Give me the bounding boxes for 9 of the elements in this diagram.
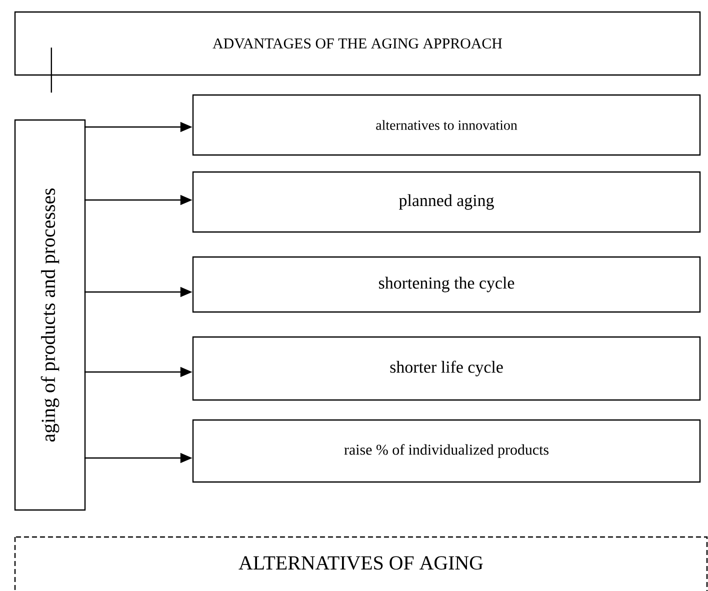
process-box: raise % of individualized products xyxy=(192,419,701,483)
process-box: shorter life cycle xyxy=(192,336,701,401)
heading-box: ADVANTAGES OF THE AGING APPROACH xyxy=(14,11,701,76)
process-box: planned aging xyxy=(192,171,701,233)
process-box: shortening the cycle xyxy=(192,256,701,313)
connector-line xyxy=(50,48,52,93)
process-box: alternatives to innovation xyxy=(192,94,701,156)
dashed-box: ALTERNATIVES OF AGING xyxy=(14,536,708,591)
process-box: aging of products and processes xyxy=(14,119,86,511)
